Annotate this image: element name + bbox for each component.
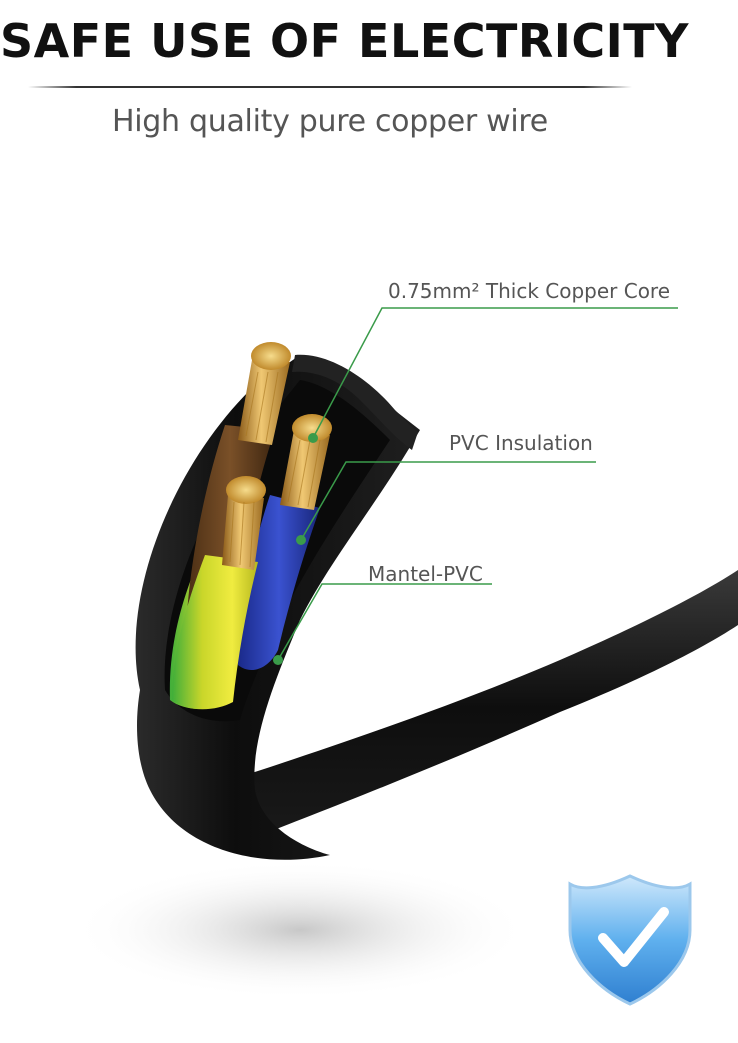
shield-check-icon [568, 874, 692, 1006]
copper-end-yellow [226, 476, 266, 504]
cable-tail [200, 570, 738, 845]
jacket-rim [292, 354, 418, 450]
callout-copper-core: 0.75mm² Thick Copper Core [388, 279, 671, 303]
callout-dot-mantel [273, 655, 283, 665]
page-title: SAFE USE OF ELECTRICITY [0, 14, 689, 68]
wire-yellow-green-front [172, 555, 258, 710]
title-divider [28, 86, 632, 88]
callout-dots [273, 433, 318, 665]
callout-lines [277, 307, 678, 661]
callout-dot-pvc [296, 535, 306, 545]
cable-shadow [70, 860, 530, 1000]
callout-line-mantel [277, 583, 492, 661]
copper-end-brown [251, 342, 291, 370]
copper-strands [229, 371, 321, 568]
copper-conductor-brown [238, 360, 290, 445]
callout-dot-copper [308, 433, 318, 443]
callout-line-copper [312, 307, 678, 439]
callout-mantel-pvc: Mantel-PVC [368, 562, 483, 586]
copper-conductor-blue [280, 430, 330, 510]
callout-pvc-insulation: PVC Insulation [449, 431, 593, 455]
page-subtitle: High quality pure copper wire [112, 104, 548, 139]
callout-line-pvc [300, 461, 596, 541]
